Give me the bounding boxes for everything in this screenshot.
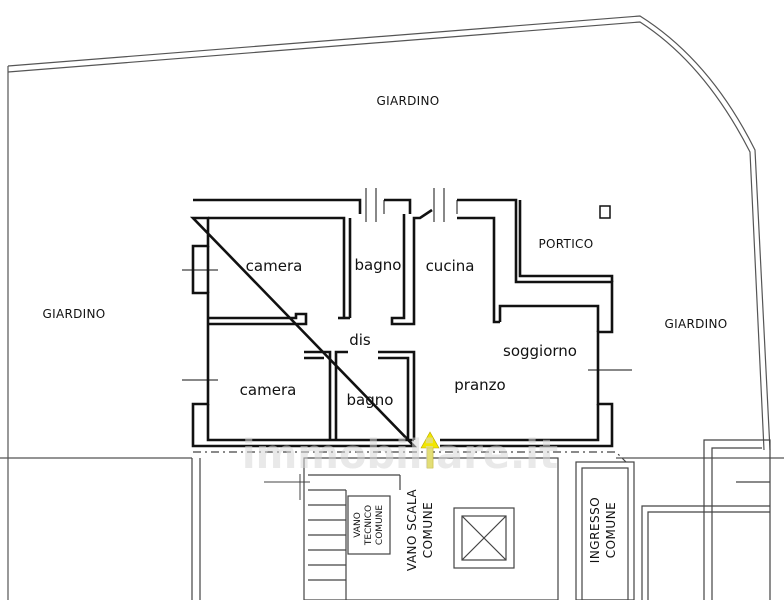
vano-tecnico-line-2: TECNICO (364, 505, 374, 546)
apartment-walls (189, 198, 614, 448)
label-soggiorno: soggiorno (503, 342, 577, 360)
label-pranzo: pranzo (454, 376, 505, 394)
watermark: immobiliare.it (242, 432, 558, 478)
property-boundary (0, 15, 784, 600)
vano-tecnico-line-1: VANO (353, 512, 363, 538)
label-camera-top: camera (246, 257, 303, 275)
dashed-edge (193, 451, 627, 463)
ingresso-line-2: COMUNE (604, 502, 618, 559)
label-giardino-left: GIARDINO (43, 307, 106, 321)
label-camera-bottom: camera (240, 381, 297, 399)
label-cucina: cucina (426, 257, 475, 275)
label-ingresso: INGRESSO COMUNE (588, 497, 618, 563)
vano-scala-line-1: VANO SCALA (405, 489, 419, 572)
stair-door-marks (264, 474, 310, 500)
portico-column (599, 205, 611, 219)
label-giardino-top: GIARDINO (377, 94, 440, 108)
label-giardino-right: GIARDINO (665, 317, 728, 331)
label-vano-tecnico: VANO TECNICO COMUNE (353, 505, 385, 547)
vano-scala-line-2: COMUNE (421, 502, 435, 559)
label-portico: PORTICO (539, 237, 594, 251)
ingresso-line-1: INGRESSO (588, 497, 602, 563)
arrow-up-icon (420, 431, 440, 469)
label-bagno-bottom: bagno (347, 391, 394, 409)
vano-tecnico-line-3: COMUNE (375, 505, 385, 545)
label-vano-scala: VANO SCALA COMUNE (405, 489, 435, 572)
door-marks (182, 188, 632, 381)
label-dis: dis (349, 331, 371, 349)
label-bagno-top: bagno (355, 256, 402, 274)
